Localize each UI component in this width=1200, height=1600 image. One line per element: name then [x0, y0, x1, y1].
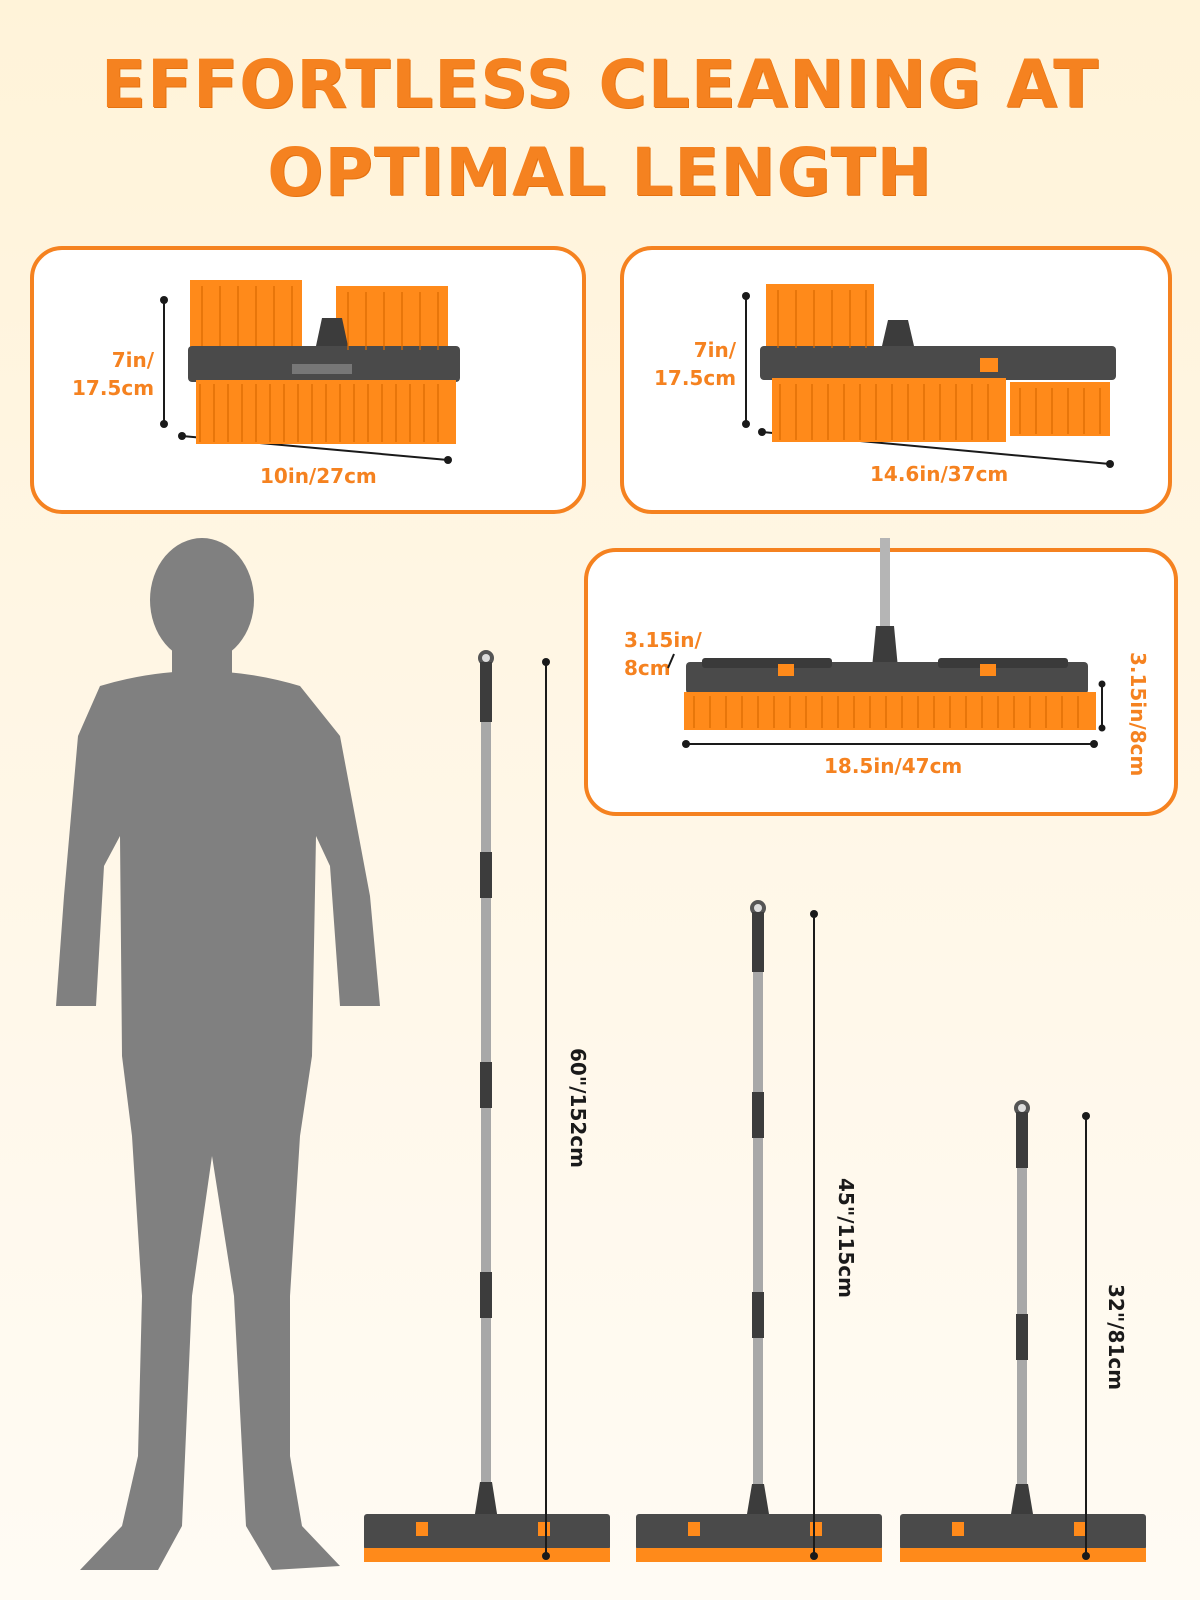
full-brush-image	[667, 538, 1106, 748]
pole-45in-label: 45"/115cm	[834, 1178, 858, 1298]
pole-60in-label: 60"/152cm	[566, 1048, 590, 1168]
compact-brush-image	[160, 280, 460, 464]
pole-32in	[900, 1100, 1146, 1562]
card-compact-brush: 7in/ 17.5cm	[30, 246, 586, 514]
extended-brush-image	[742, 284, 1116, 468]
card-full-brush: 3.15in/ 8cm	[584, 538, 1178, 816]
headline-line-2: OPTIMAL LENGTH	[267, 134, 933, 211]
full-height-label: 3.15in/ 8cm	[624, 628, 702, 680]
headline-line-1: EFFORTLESS CLEANING AT	[100, 46, 1100, 123]
pole-32in-label: 32"/81cm	[1104, 1284, 1128, 1391]
full-width-label: 18.5in/47cm	[824, 754, 963, 778]
full-side-height-label: 3.15in/8cm	[1126, 652, 1150, 777]
extended-height-label: 7in/ 17.5cm	[654, 338, 737, 390]
compact-width-label: 10in/27cm	[260, 464, 377, 488]
pole-60in	[364, 650, 610, 1562]
compact-height-label: 7in/ 17.5cm	[72, 348, 155, 400]
extended-width-label: 14.6in/37cm	[870, 462, 1009, 486]
pole-45in	[636, 900, 882, 1562]
human-silhouette	[56, 538, 380, 1570]
card-extended-brush: 7in/ 17.5cm 14.6in/37cm	[620, 246, 1172, 514]
